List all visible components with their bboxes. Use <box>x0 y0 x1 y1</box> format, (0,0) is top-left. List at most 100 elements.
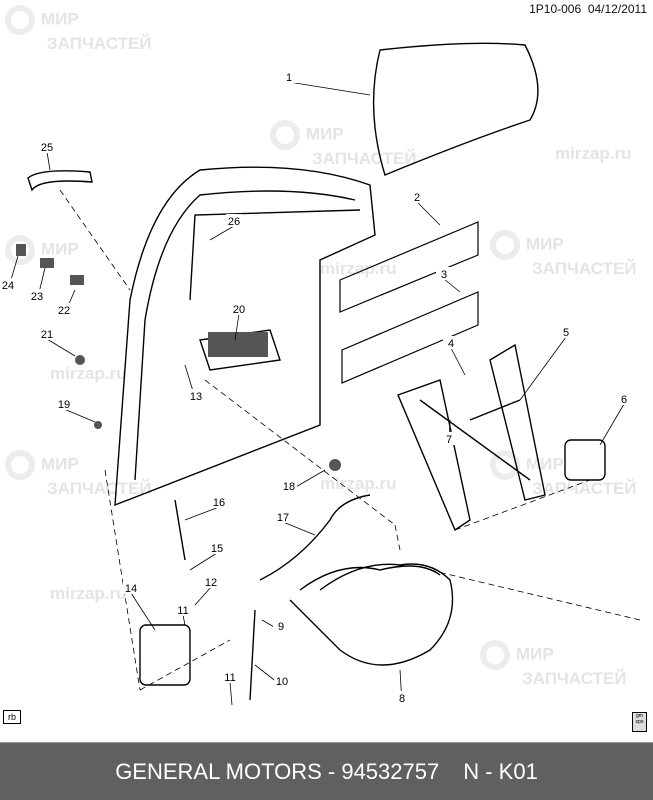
seal-panel-2 <box>339 221 479 313</box>
grommet <box>329 459 341 471</box>
callout-1: 1 <box>286 72 292 84</box>
callout-background <box>0 278 16 291</box>
callout-11: 11 <box>224 672 235 684</box>
callout-background <box>273 619 289 632</box>
callout-18: 18 <box>283 481 295 493</box>
callout-background <box>211 495 227 508</box>
catalog-code: N - K01 <box>463 758 538 784</box>
callout-24: 24 <box>2 280 14 292</box>
door-frame <box>114 166 376 507</box>
callout-background <box>409 190 425 203</box>
callout-12: 12 <box>205 577 217 589</box>
callout-background <box>231 302 247 315</box>
callout-background <box>56 397 72 410</box>
callout-background <box>39 140 55 153</box>
wiring-harness <box>289 563 454 666</box>
callout-leader <box>519 336 567 401</box>
callout-19: 19 <box>58 399 70 411</box>
callout-background <box>29 289 45 302</box>
window-motor <box>564 439 606 481</box>
callout-leader <box>416 201 441 226</box>
callout-14: 14 <box>125 583 137 595</box>
callout-background <box>39 327 55 340</box>
diagram-date: 04/12/2011 <box>587 2 647 16</box>
callout-4: 4 <box>448 338 454 350</box>
parts-diagram: 1234567891011111213141516171819202122232… <box>0 42 641 706</box>
callout-9: 9 <box>278 621 284 633</box>
door-handle <box>27 170 93 192</box>
callout-leader <box>130 592 156 631</box>
callout-11: 11 <box>177 605 188 617</box>
callout-background <box>443 336 459 349</box>
rb-badge: rb <box>3 710 22 724</box>
callout-background <box>226 214 242 227</box>
callout-background <box>203 575 219 588</box>
callout-background <box>616 392 632 405</box>
callout-3: 3 <box>441 269 447 281</box>
callout-leader <box>46 338 76 357</box>
callout-background <box>188 389 204 402</box>
door-latch <box>139 624 191 686</box>
callout-20: 20 <box>233 304 245 316</box>
clip <box>40 258 54 268</box>
callout-leader <box>450 347 466 376</box>
callout-leader <box>182 614 186 626</box>
seal-panel-3 <box>341 291 479 384</box>
callout-background <box>441 432 457 445</box>
callout-26: 26 <box>228 216 240 228</box>
callout-background <box>436 267 452 280</box>
callout-2: 2 <box>414 192 420 204</box>
callout-leader <box>234 313 240 341</box>
callout-background <box>175 603 191 616</box>
callout-background <box>274 674 290 687</box>
brand-part-number: GENERAL MOTORS - 94532757 <box>115 758 440 784</box>
callout-6: 6 <box>621 394 627 406</box>
callout-leader <box>599 403 625 446</box>
window-regulator <box>397 343 546 532</box>
callout-25: 25 <box>41 142 53 154</box>
callout-16: 16 <box>213 497 225 509</box>
cable <box>259 494 371 581</box>
callout-10: 10 <box>276 676 288 688</box>
callout-background <box>281 70 297 83</box>
callout-background <box>222 670 238 683</box>
callout-background <box>209 541 225 554</box>
callout-5: 5 <box>563 327 569 339</box>
callout-leader <box>189 552 218 571</box>
callout-leader <box>46 151 51 171</box>
callout-22: 22 <box>58 305 70 317</box>
callout-leader <box>63 408 96 423</box>
callout-background <box>558 325 574 338</box>
door-lock <box>208 332 268 357</box>
callout-leader <box>288 81 371 96</box>
callout-15: 15 <box>211 543 223 555</box>
callout-leader <box>443 278 461 293</box>
callout-13: 13 <box>190 391 202 403</box>
clip <box>16 244 26 256</box>
nut <box>75 355 85 365</box>
callout-leader <box>229 681 233 706</box>
diagram-code: 1P10-006 <box>529 2 582 16</box>
callout-leader <box>184 506 220 521</box>
callout-17: 17 <box>277 512 289 524</box>
callout-background <box>281 479 297 492</box>
callout-background <box>56 303 72 316</box>
callout-8: 8 <box>399 693 405 705</box>
callout-background <box>394 691 410 704</box>
gm-spo-badge: gm spo <box>632 712 647 732</box>
callout-background <box>275 510 291 523</box>
footer-bar: GENERAL MOTORS - 94532757 N - K01 <box>0 742 653 800</box>
callout-leader <box>282 521 316 536</box>
callout-23: 23 <box>31 291 43 303</box>
rod <box>174 499 186 561</box>
bolt <box>94 421 102 429</box>
callout-leader <box>209 225 235 241</box>
callout-7: 7 <box>446 434 452 446</box>
callout-leader <box>194 586 212 606</box>
bracket <box>70 275 84 285</box>
callout-background <box>123 581 139 594</box>
rod-10 <box>249 609 256 701</box>
window-glass <box>372 42 539 176</box>
diagram-header: 1P10-006 04/12/2011 <box>529 2 647 16</box>
callout-21: 21 <box>41 329 53 341</box>
